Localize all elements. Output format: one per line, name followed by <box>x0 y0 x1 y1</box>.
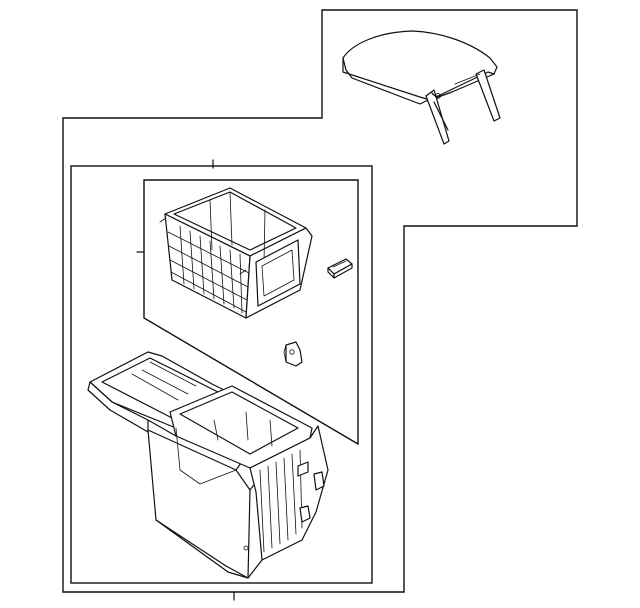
inner-frame <box>70 165 373 584</box>
outer-frame <box>62 9 578 593</box>
console-base <box>87 351 329 579</box>
bin-subframe <box>143 179 359 446</box>
armrest-lid <box>342 30 501 145</box>
bracket <box>283 341 303 367</box>
retainer-clip <box>327 258 353 279</box>
storage-bin-insert <box>159 187 313 319</box>
